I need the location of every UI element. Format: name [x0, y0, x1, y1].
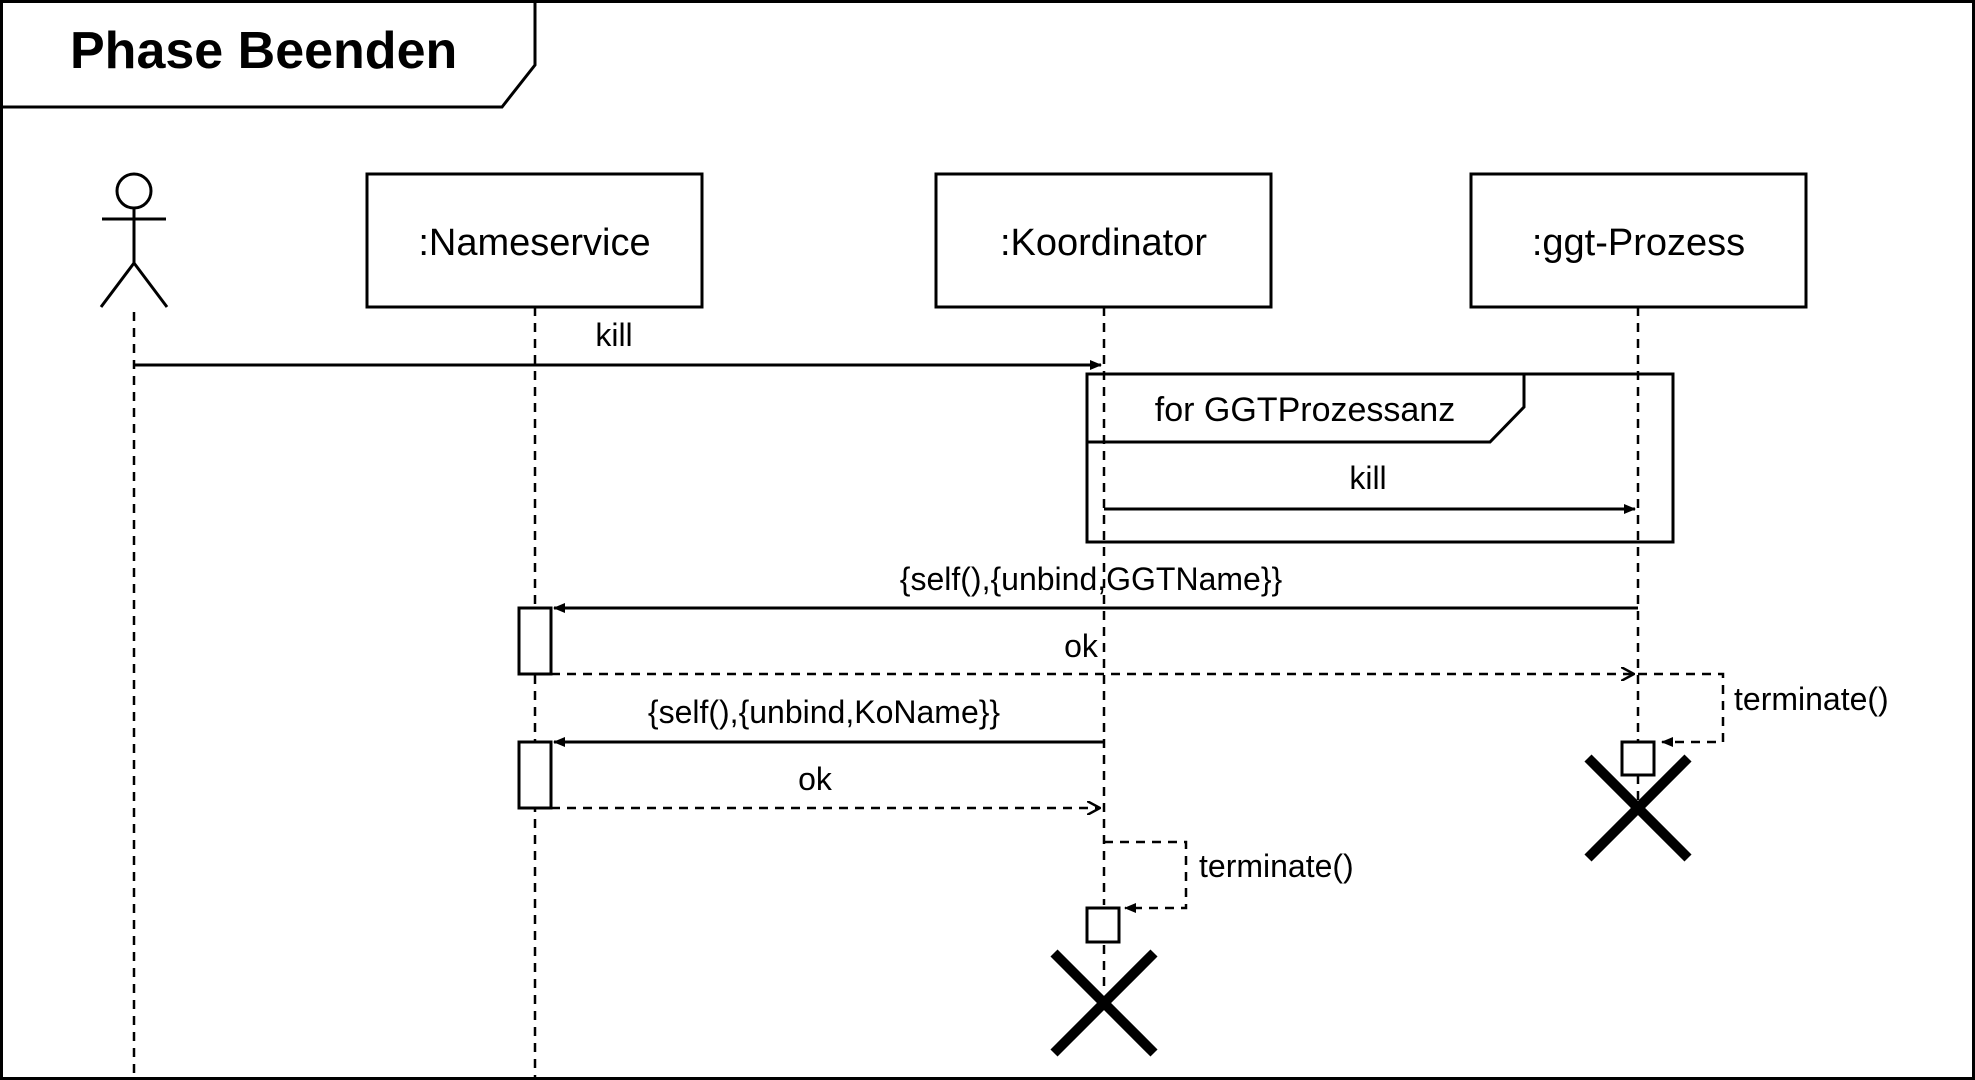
nameservice-activation-1: [517, 606, 553, 676]
actor-icon: [99, 172, 169, 308]
nameservice-label: :Nameservice: [418, 222, 650, 264]
title-tab: [1, 1, 537, 109]
ggt-prozess-box: [1469, 172, 1808, 309]
message-terminate-ggt-label: terminate(): [1734, 681, 1889, 717]
message-kill-ggt-label: kill: [1349, 460, 1386, 496]
nameservice-activation-2: [517, 740, 553, 810]
koordinator-destroy-icon: [1050, 949, 1158, 1057]
message-ok-ggt-label: ok: [1064, 628, 1099, 664]
message-unbind-ggtname-label: {self(),{unbind,GGTName}}: [900, 561, 1283, 597]
loop-fragment-label: for GGTProzessanz: [1155, 391, 1455, 429]
ggt-prozess-destroy-icon: [1584, 754, 1692, 862]
loop-fragment-tab: [1087, 374, 1526, 444]
loop-fragment: [1085, 372, 1675, 544]
ggt-prozess-label: :ggt-Prozess: [1532, 222, 1745, 264]
message-terminate-ggt-arrow: [1638, 672, 1725, 747]
message-unbind-koname-label: {self(),{unbind,KoName}}: [648, 694, 1001, 730]
ggt-termination-activation: [1620, 740, 1656, 777]
koordinator-label: :Koordinator: [1000, 222, 1207, 264]
message-terminate-koordinator-arrow: [1104, 840, 1188, 913]
message-terminate-koordinator-label: terminate(): [1199, 848, 1354, 884]
diagram-title: Phase Beenden: [70, 22, 457, 80]
message-kill-label: kill: [595, 317, 632, 353]
message-ok-koordinator-label: ok: [798, 761, 833, 797]
koordinator-termination-activation: [1085, 906, 1121, 944]
nameservice-box: [365, 172, 704, 309]
